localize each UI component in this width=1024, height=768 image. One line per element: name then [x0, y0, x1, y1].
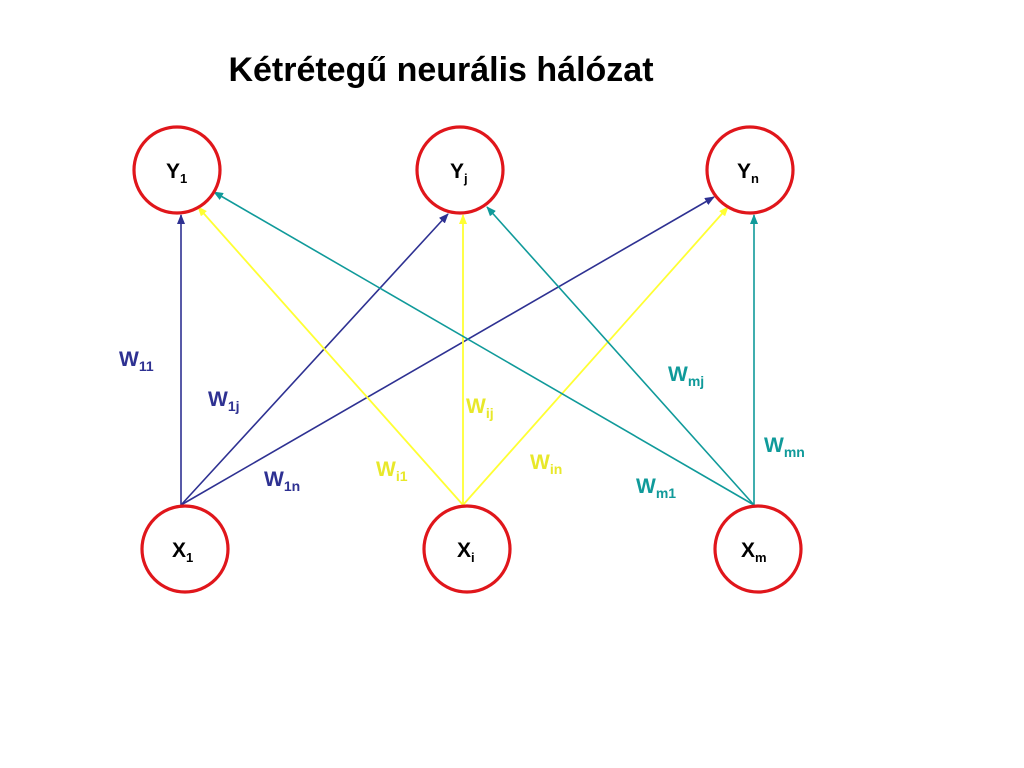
edges-from-xm	[213, 191, 758, 506]
node-xi: Xi	[422, 504, 512, 594]
weight-label-wm1: Wm1	[636, 475, 676, 501]
svg-text:Yj: Yj	[450, 160, 468, 186]
node-yj-subscript: j	[463, 171, 468, 186]
weight-label-wmj: Wmj	[668, 363, 704, 389]
edge-x1-yj	[180, 213, 449, 506]
node-yj-label: Y	[450, 160, 464, 183]
svg-text:Yn: Yn	[737, 160, 759, 186]
node-y1-subscript: 1	[180, 171, 187, 186]
edges-from-xi	[197, 206, 729, 506]
weight-label-wij: Wij	[466, 395, 494, 421]
node-x1-subscript: 1	[186, 550, 193, 565]
node-y1-label: Y	[166, 160, 180, 183]
weight-label-w11: W11	[119, 348, 154, 374]
weight-label-wmn: Wmn	[764, 434, 805, 460]
edges-from-x1	[177, 196, 715, 506]
node-yn-label: Y	[737, 160, 751, 183]
edge-xi-y1	[197, 206, 464, 506]
node-xi-subscript: i	[471, 550, 475, 565]
node-xm: Xm	[713, 504, 803, 594]
weight-label-w1n: W1n	[264, 468, 300, 494]
node-x1: X1	[140, 504, 230, 594]
edge-xi-yn	[462, 206, 729, 506]
weight-label-w1j: W1j	[208, 388, 240, 414]
svg-text:X1: X1	[172, 539, 193, 565]
svg-text:Xi: Xi	[457, 539, 475, 565]
node-x1-label: X	[172, 539, 186, 562]
output-layer: Y1 Yj Yn	[132, 125, 795, 215]
svg-text:Y1: Y1	[166, 160, 187, 186]
weight-label-win: Win	[530, 451, 562, 477]
node-xi-label: X	[457, 539, 471, 562]
node-yn: Yn	[705, 125, 795, 215]
node-xm-label: X	[741, 539, 755, 562]
input-layer: X1 Xi Xm	[140, 504, 803, 594]
node-yj: Yj	[415, 125, 505, 215]
svg-text:Xm: Xm	[741, 539, 767, 565]
node-xm-subscript: m	[755, 550, 767, 565]
node-yn-subscript: n	[751, 171, 759, 186]
weight-labels: W11 W1j W1n Wi1 Wij Win Wm1 Wmj Wmn	[119, 348, 805, 501]
edge-xm-yj	[486, 206, 755, 506]
weight-label-wi1: Wi1	[376, 458, 408, 484]
edge-x1-yn	[180, 196, 715, 506]
slide-title: Kétrétegű neurális hálózat	[228, 51, 653, 89]
edge-xm-y1	[213, 191, 755, 506]
node-y1: Y1	[132, 125, 222, 215]
